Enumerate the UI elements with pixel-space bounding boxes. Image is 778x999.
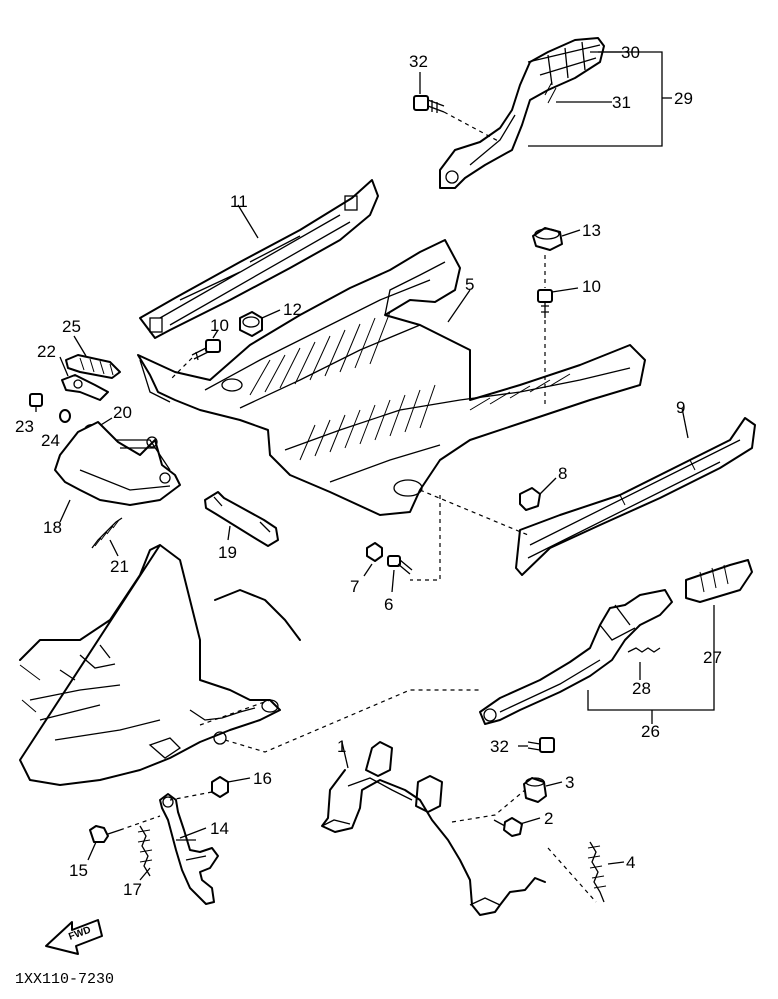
label-27: 27 <box>703 648 722 667</box>
label-24: 24 <box>41 431 60 450</box>
label-26: 26 <box>641 722 660 741</box>
spring-28 <box>627 647 661 653</box>
bolt-10-right <box>537 289 553 318</box>
label-16: 16 <box>253 769 272 788</box>
label-1: 1 <box>337 737 346 756</box>
clip-8 <box>519 487 541 511</box>
shaft-19 <box>204 491 279 547</box>
frame-body <box>19 544 301 786</box>
label-32-lower: 32 <box>490 737 509 756</box>
diagram-code: 1XX110-7230 <box>15 971 114 988</box>
bushing-3 <box>523 777 547 803</box>
label-17: 17 <box>123 880 142 899</box>
bracket-22 <box>61 374 109 401</box>
footpeg-25 <box>65 354 121 379</box>
footrest-assembly-lower <box>479 589 673 725</box>
footrest-assembly-upper <box>439 37 605 189</box>
bolt-15 <box>89 825 121 843</box>
washer-24 <box>59 409 71 423</box>
label-2: 2 <box>544 809 553 828</box>
label-19: 19 <box>218 543 237 562</box>
label-32-upper: 32 <box>409 52 428 71</box>
label-31: 31 <box>612 93 631 112</box>
label-10-right: 10 <box>582 277 601 296</box>
spring-4 <box>587 841 607 903</box>
cap-13 <box>532 227 563 251</box>
label-25: 25 <box>62 317 81 336</box>
footpeg-27 <box>685 559 753 603</box>
label-28: 28 <box>632 679 651 698</box>
spring-17 <box>137 825 153 877</box>
spring-21 <box>91 517 123 549</box>
label-21: 21 <box>110 557 129 576</box>
label-29: 29 <box>674 89 693 108</box>
side-stand-14 <box>159 793 219 905</box>
side-cover-9 <box>515 417 756 576</box>
label-7: 7 <box>350 577 359 596</box>
label-30: 30 <box>621 43 640 62</box>
label-23: 23 <box>15 417 34 436</box>
label-4: 4 <box>626 853 635 872</box>
center-stand-1 <box>321 741 546 916</box>
label-9: 9 <box>676 398 685 417</box>
label-15: 15 <box>69 861 88 880</box>
label-12: 12 <box>283 300 302 319</box>
nut-16 <box>211 776 229 798</box>
label-22: 22 <box>37 342 56 361</box>
label-18: 18 <box>43 518 62 537</box>
label-13: 13 <box>582 221 601 240</box>
footrest-arm-18 <box>54 421 181 506</box>
label-10-left: 10 <box>210 316 229 335</box>
screw-6 <box>387 555 413 575</box>
forward-arrow: FWD <box>45 919 103 955</box>
label-14: 14 <box>210 819 229 838</box>
bolt-10-left <box>191 339 221 361</box>
bolt-32-upper <box>413 95 445 113</box>
grommet-12 <box>239 311 263 337</box>
label-5: 5 <box>465 275 474 294</box>
nut-7 <box>366 542 383 562</box>
label-20: 20 <box>113 403 132 422</box>
label-6: 6 <box>384 595 393 614</box>
side-cover-11 <box>139 179 379 339</box>
bolt-2 <box>493 817 523 837</box>
label-8: 8 <box>558 464 567 483</box>
bolt-32-lower <box>527 737 555 753</box>
label-11: 11 <box>230 192 248 211</box>
bolt-23 <box>29 393 43 412</box>
label-3: 3 <box>565 773 574 792</box>
floor-board-5 <box>137 239 646 516</box>
